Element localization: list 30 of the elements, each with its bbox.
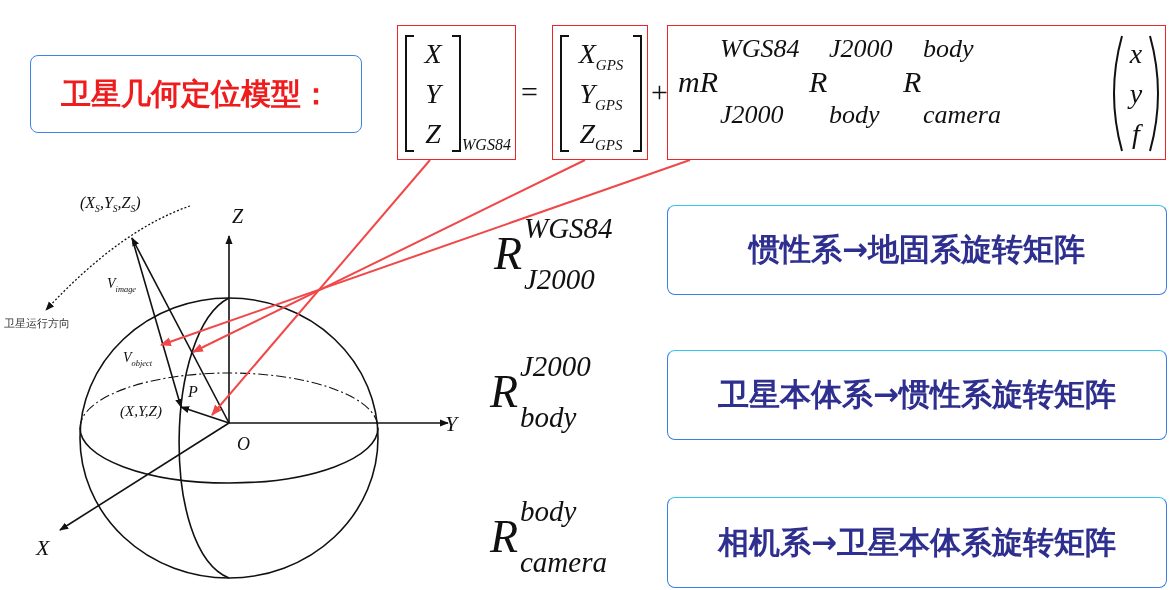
vector-entry: x xyxy=(1129,37,1143,71)
annotation-text: 卫星运行方向 xyxy=(4,318,70,331)
math-label: V$_{image}$ xyxy=(107,276,137,295)
heading-box: 卫星几何定位模型： xyxy=(30,55,362,133)
math-label: Z xyxy=(232,205,244,228)
description-box: 惯性系→地固系旋转矩阵 xyxy=(667,205,1167,295)
description-box: 卫星本体系→惯性系旋转矩阵 xyxy=(667,350,1167,440)
matrix-entry: X$_{GPS}$ xyxy=(578,37,624,75)
vector-entry: y xyxy=(1129,77,1143,111)
matrix-entry: Z$_{GPS}$ xyxy=(579,117,623,155)
matrix-entry: Z xyxy=(425,117,441,151)
formula-box xyxy=(552,25,648,160)
math-label: P xyxy=(188,383,198,402)
math-label: (X,Y,Z) xyxy=(120,403,162,421)
math-label: V$_{object}$ xyxy=(123,350,153,369)
matrix-entry: Y$_{GPS}$ xyxy=(579,77,623,115)
leader-arrow xyxy=(159,159,691,346)
math-operator: = xyxy=(521,75,538,110)
formula-box xyxy=(397,25,516,160)
math-label: (X$_{S}$,Y$_{S}$,Z$_{S}$) xyxy=(80,194,141,215)
math-label: X xyxy=(36,535,50,561)
math-operator: + xyxy=(651,75,668,110)
leader-arrow xyxy=(211,159,431,416)
math-label: O xyxy=(237,434,250,455)
matrix-subscript: WGS84 xyxy=(462,135,511,155)
description-box: 相机系→卫星本体系旋转矩阵 xyxy=(667,497,1167,588)
math-label: Y xyxy=(445,411,458,437)
leader-arrow xyxy=(192,159,586,353)
matrix-entry: X xyxy=(424,37,442,71)
formula-box xyxy=(667,25,1166,160)
